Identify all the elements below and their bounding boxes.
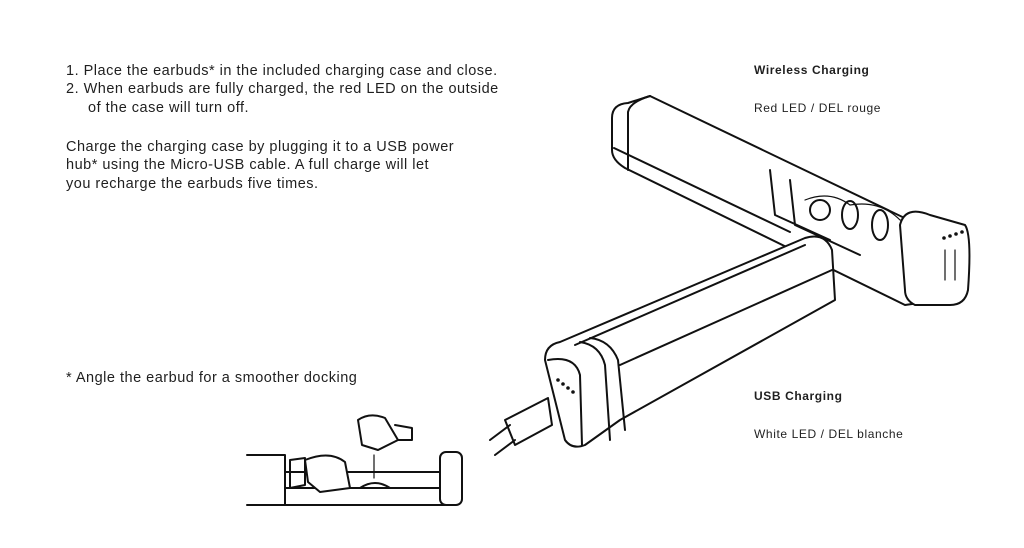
usb-case-drawing <box>489 235 836 456</box>
charge-line-3: you recharge the earbuds five times. <box>66 176 319 192</box>
usb-charging-title: USB Charging <box>754 389 843 403</box>
wireless-charging-title: Wireless Charging <box>754 63 870 77</box>
step-2-line-1: 2. When earbuds are fully charged, the r… <box>66 81 499 97</box>
wireless-led-label: Red LED / DEL rouge <box>754 101 882 115</box>
charge-line-2: hub* using the Micro-USB cable. A full c… <box>66 157 430 173</box>
step-2-line-2: of the case will turn off. <box>88 100 250 116</box>
usb-led-label: White LED / DEL blanche <box>754 427 904 441</box>
docking-diagram <box>246 414 463 506</box>
wireless-case-drawing <box>611 95 971 306</box>
step-1: 1. Place the earbuds* in the included ch… <box>66 63 498 79</box>
footnote: * Angle the earbud for a smoother dockin… <box>66 370 358 386</box>
charge-line-1: Charge the charging case by plugging it … <box>66 139 455 155</box>
